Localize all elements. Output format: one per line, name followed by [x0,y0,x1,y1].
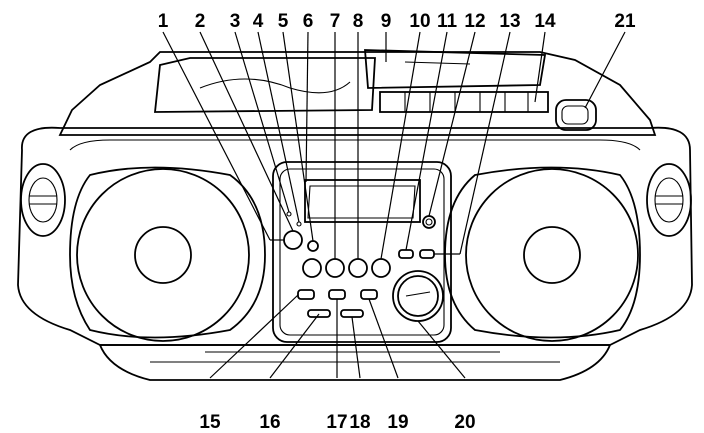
leader-lines [162,31,626,379]
callout-top-14: 14 [534,11,556,32]
handle-grip [555,99,597,131]
callout-top-10: 10 [409,11,430,32]
callout-top-7: 7 [330,11,341,32]
callout-bottom-20: 20 [454,412,475,433]
callout-top-4: 4 [253,11,264,32]
callout-top-21: 21 [614,11,636,32]
callout-bottom-18: 18 [349,412,370,433]
callout-top-9: 9 [381,11,392,32]
right-speaker [444,166,641,342]
right-side-knob [646,163,692,237]
callout-top-2: 2 [195,11,206,32]
callout-top-1: 1 [158,11,169,32]
cd-lid [364,49,547,89]
control-panel [272,161,452,343]
callout-bottom-19: 19 [387,412,408,433]
callout-top-8: 8 [353,11,364,32]
left-side-knob [20,163,66,237]
callout-bottom-17: 17 [326,412,347,433]
callout-bottom-15: 15 [199,412,221,433]
cassette-buttons [379,91,549,113]
callout-top-12: 12 [464,11,485,32]
callout-top-6: 6 [303,11,314,32]
callout-top-5: 5 [278,11,289,32]
left-speaker [69,166,266,342]
callout-top-3: 3 [230,11,241,32]
callout-top-13: 13 [499,11,520,32]
callout-bottom-16: 16 [259,412,280,433]
boombox-body [17,51,693,381]
callout-top-11: 11 [437,11,458,32]
